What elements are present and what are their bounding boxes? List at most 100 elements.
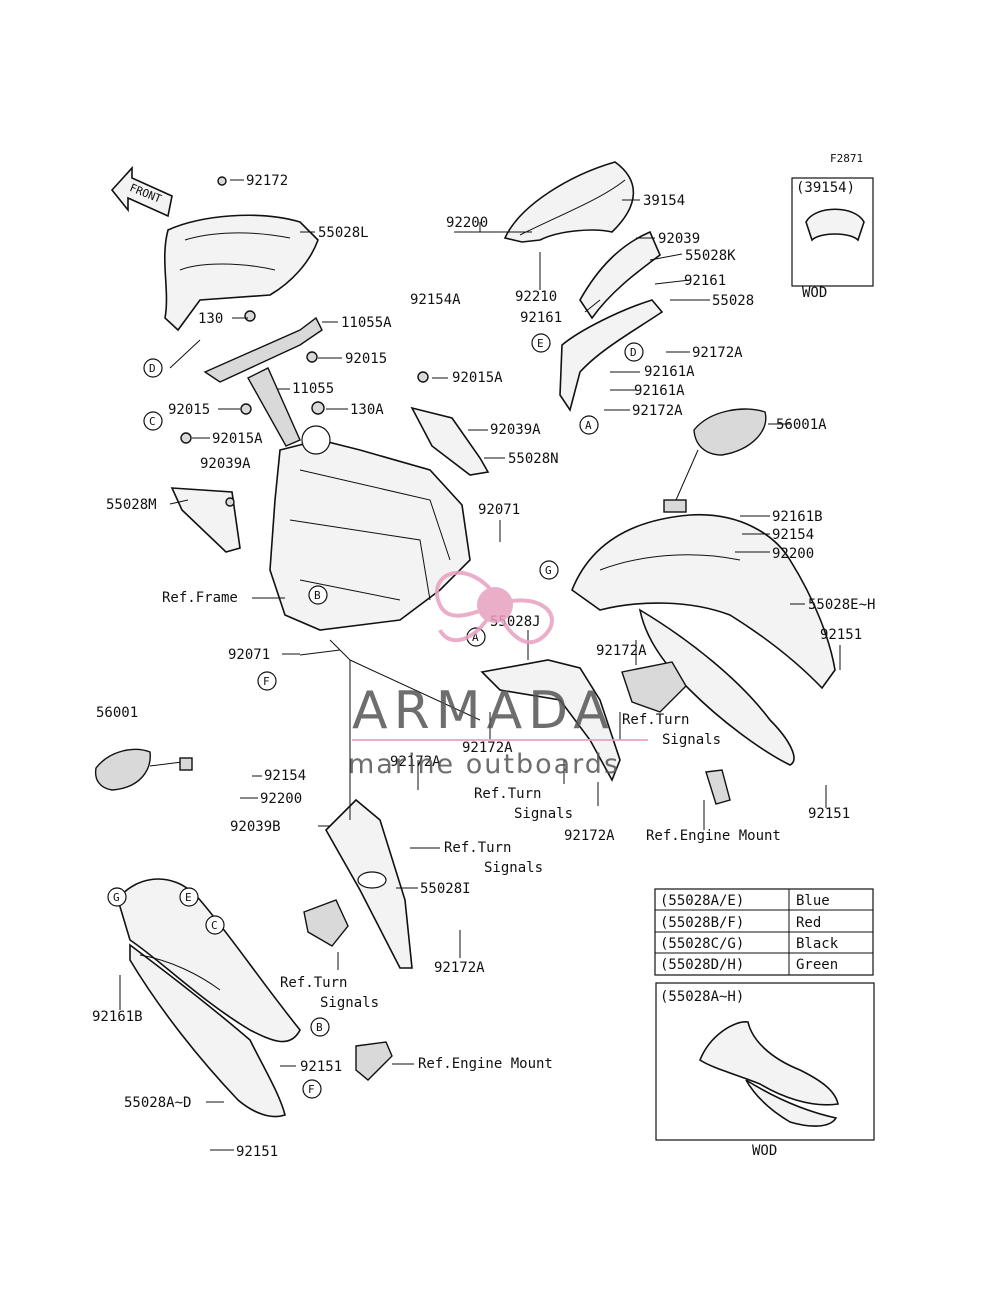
table-row-color: Green [796,957,838,973]
label-92172A-3: 92172A [596,643,647,659]
label-92015A-mid: 92015A [452,370,503,386]
table-row-code: (55028D/H) [660,957,744,973]
label-130: 130 [198,311,223,327]
stay-11055A [203,316,323,383]
inset-windscreen-header: (39154) [796,180,855,196]
label-92200-right: 92200 [772,546,814,562]
svg-text:E: E [185,891,192,904]
grommet-92015A-mid [417,371,429,383]
turn-signal-right [621,661,687,713]
inner-panel-55028J [480,659,621,782]
table-row-color: Red [796,915,821,931]
table-row-code: (55028B/F) [660,915,744,931]
inset-windscreen-footer: WOD [802,285,827,301]
label-ref-turn-3b: Signals [484,860,543,876]
callout-F1: F [257,671,277,691]
grommet-92015b [240,403,252,415]
table-row-color: Black [796,936,839,952]
callout-B1: B [308,585,328,605]
label-92151-left1: 92151 [300,1059,342,1075]
svg-text:D: D [149,362,156,375]
svg-text:D: D [630,346,637,359]
svg-text:A: A [472,631,479,644]
label-ref-turn-2b: Signals [514,806,573,822]
callout-B2: B [310,1017,330,1037]
stay-11055 [247,367,301,447]
inner-panel-55028I [325,798,413,969]
side-panel-55028N [410,406,490,476]
lower-cowling-55028AD [117,878,301,1118]
watermark: ARMADA marine outboards [348,570,648,780]
label-92039B: 92039B [230,819,281,835]
watermark-brand: ARMADA [352,681,615,741]
label-55028K: 55028K [685,248,736,264]
label-55028N: 55028N [508,451,559,467]
inset-cowling: (55028A~H) WOD [655,982,875,1159]
inner-panel-55028 [559,299,664,412]
label-11055: 11055 [292,381,334,397]
svg-text:B: B [314,589,321,602]
label-92015a: 92015 [345,351,387,367]
callout-C1: C [143,411,163,431]
screw-92039A [225,497,235,507]
label-92172A-4: 92172A [462,740,513,756]
propeller-logo-icon [434,570,554,645]
inner-cowling-55028L [163,214,319,332]
label-ref-engine-1: Ref.Engine Mount [646,828,781,844]
inner-panel-55028K [579,230,661,320]
svg-text:A: A [585,419,592,432]
table-row-code: (55028C/G) [660,936,744,952]
svg-text:G: G [113,891,120,904]
screw-92172 [217,176,227,186]
label-56001: 56001 [96,705,138,721]
label-92172A-6: 92172A [564,828,615,844]
label-ref-turn-4a: Ref.Turn [280,975,347,991]
callout-F2: F [302,1079,322,1099]
label-39154: 39154 [643,193,685,209]
label-55028L: 55028L [318,225,369,241]
label-92151-right1: 92151 [820,627,862,643]
grommet-92015 [306,351,318,363]
label-56001A: 56001A [776,417,827,433]
inset-cowling-footer: WOD [752,1143,777,1159]
label-11055A: 11055A [341,315,392,331]
svg-text:C: C [211,919,218,932]
bolt-130A [311,401,325,415]
callout-E2: E [179,887,199,907]
label-ref-turn-2a: Ref.Turn [474,786,541,802]
label-92151-right2: 92151 [808,806,850,822]
svg-text:G: G [545,564,552,577]
table-row-color: Blue [796,893,830,909]
callout-A1: A [579,415,599,435]
label-92154A: 92154A [410,292,461,308]
grommet-92015A [180,432,192,444]
label-92039A-mid: 92039A [490,422,541,438]
label-55028: 55028 [712,293,754,309]
inset-windscreen: (39154) WOD [791,177,874,301]
callout-D2: D [624,342,644,362]
label-92161A-2: 92161A [634,383,685,399]
label-55028EH: 55028E~H [808,597,875,613]
svg-text:F: F [263,675,270,688]
upper-cowling-55028EH [571,513,836,766]
label-92039A-left: 92039A [200,456,251,472]
inset-cowling-header: (55028A~H) [660,989,744,1005]
mirror-56001A [663,408,767,513]
svg-text:F: F [308,1083,315,1096]
part-labels: 92172 55028L 130 11055A 92015 11055 9201… [92,173,875,1160]
label-92151-left2: 92151 [236,1144,278,1160]
label-55028M: 55028M [106,497,157,513]
label-92071-left: 92071 [228,647,270,663]
label-ref-turn-1a: Ref.Turn [622,712,689,728]
callout-D1: D [143,358,163,378]
label-55028I: 55028I [420,881,471,897]
label-92161B-left: 92161B [92,1009,143,1025]
figure-code: F2871 [830,152,863,165]
callout-G2: G [107,887,127,907]
frame-ref [269,425,471,661]
label-92210: 92210 [515,289,557,305]
label-92172A-2: 92172A [632,403,683,419]
turn-signal-lower [303,899,349,947]
bolt-130 [244,310,256,322]
